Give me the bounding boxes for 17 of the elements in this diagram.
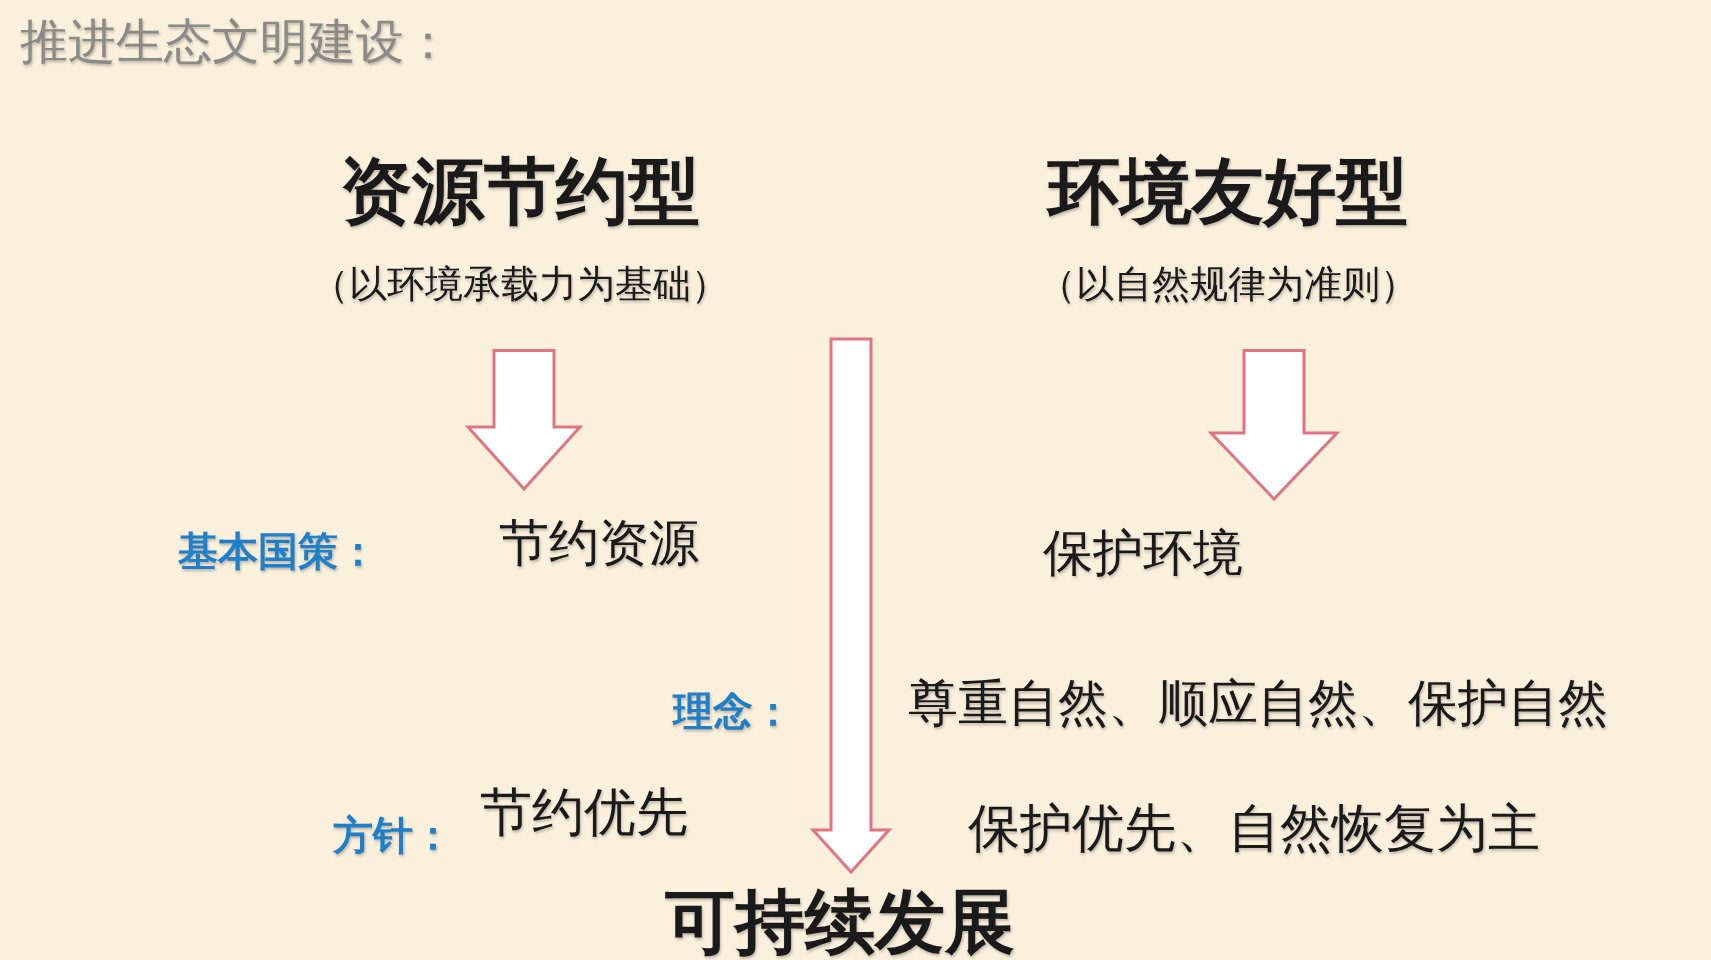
subheading: （以自然规律为准则） — [1038, 262, 1418, 307]
block-arrow — [1207, 349, 1341, 502]
heading: 资源节约型 — [340, 150, 700, 233]
concept-text: 尊重自然、顺应自然、保护自然 — [908, 675, 1608, 733]
block-arrow — [464, 349, 584, 492]
category-label: 基本国策： — [178, 528, 378, 574]
policy-text: 节约优先 — [480, 783, 688, 843]
category-label: 理念： — [673, 688, 793, 734]
result-text: 可持续发展 — [665, 882, 1015, 960]
category-label: 方针： — [333, 812, 453, 858]
heading: 环境友好型 — [1048, 150, 1408, 233]
subheading: （以环境承载力为基础） — [311, 262, 729, 307]
block-arrow — [809, 337, 893, 875]
item-text: 保护环境 — [1043, 525, 1243, 583]
item-text: 节约资源 — [499, 515, 699, 573]
page-title: 推进生态文明建设： — [20, 14, 452, 70]
policy-text: 保护优先、自然恢复为主 — [968, 799, 1540, 859]
